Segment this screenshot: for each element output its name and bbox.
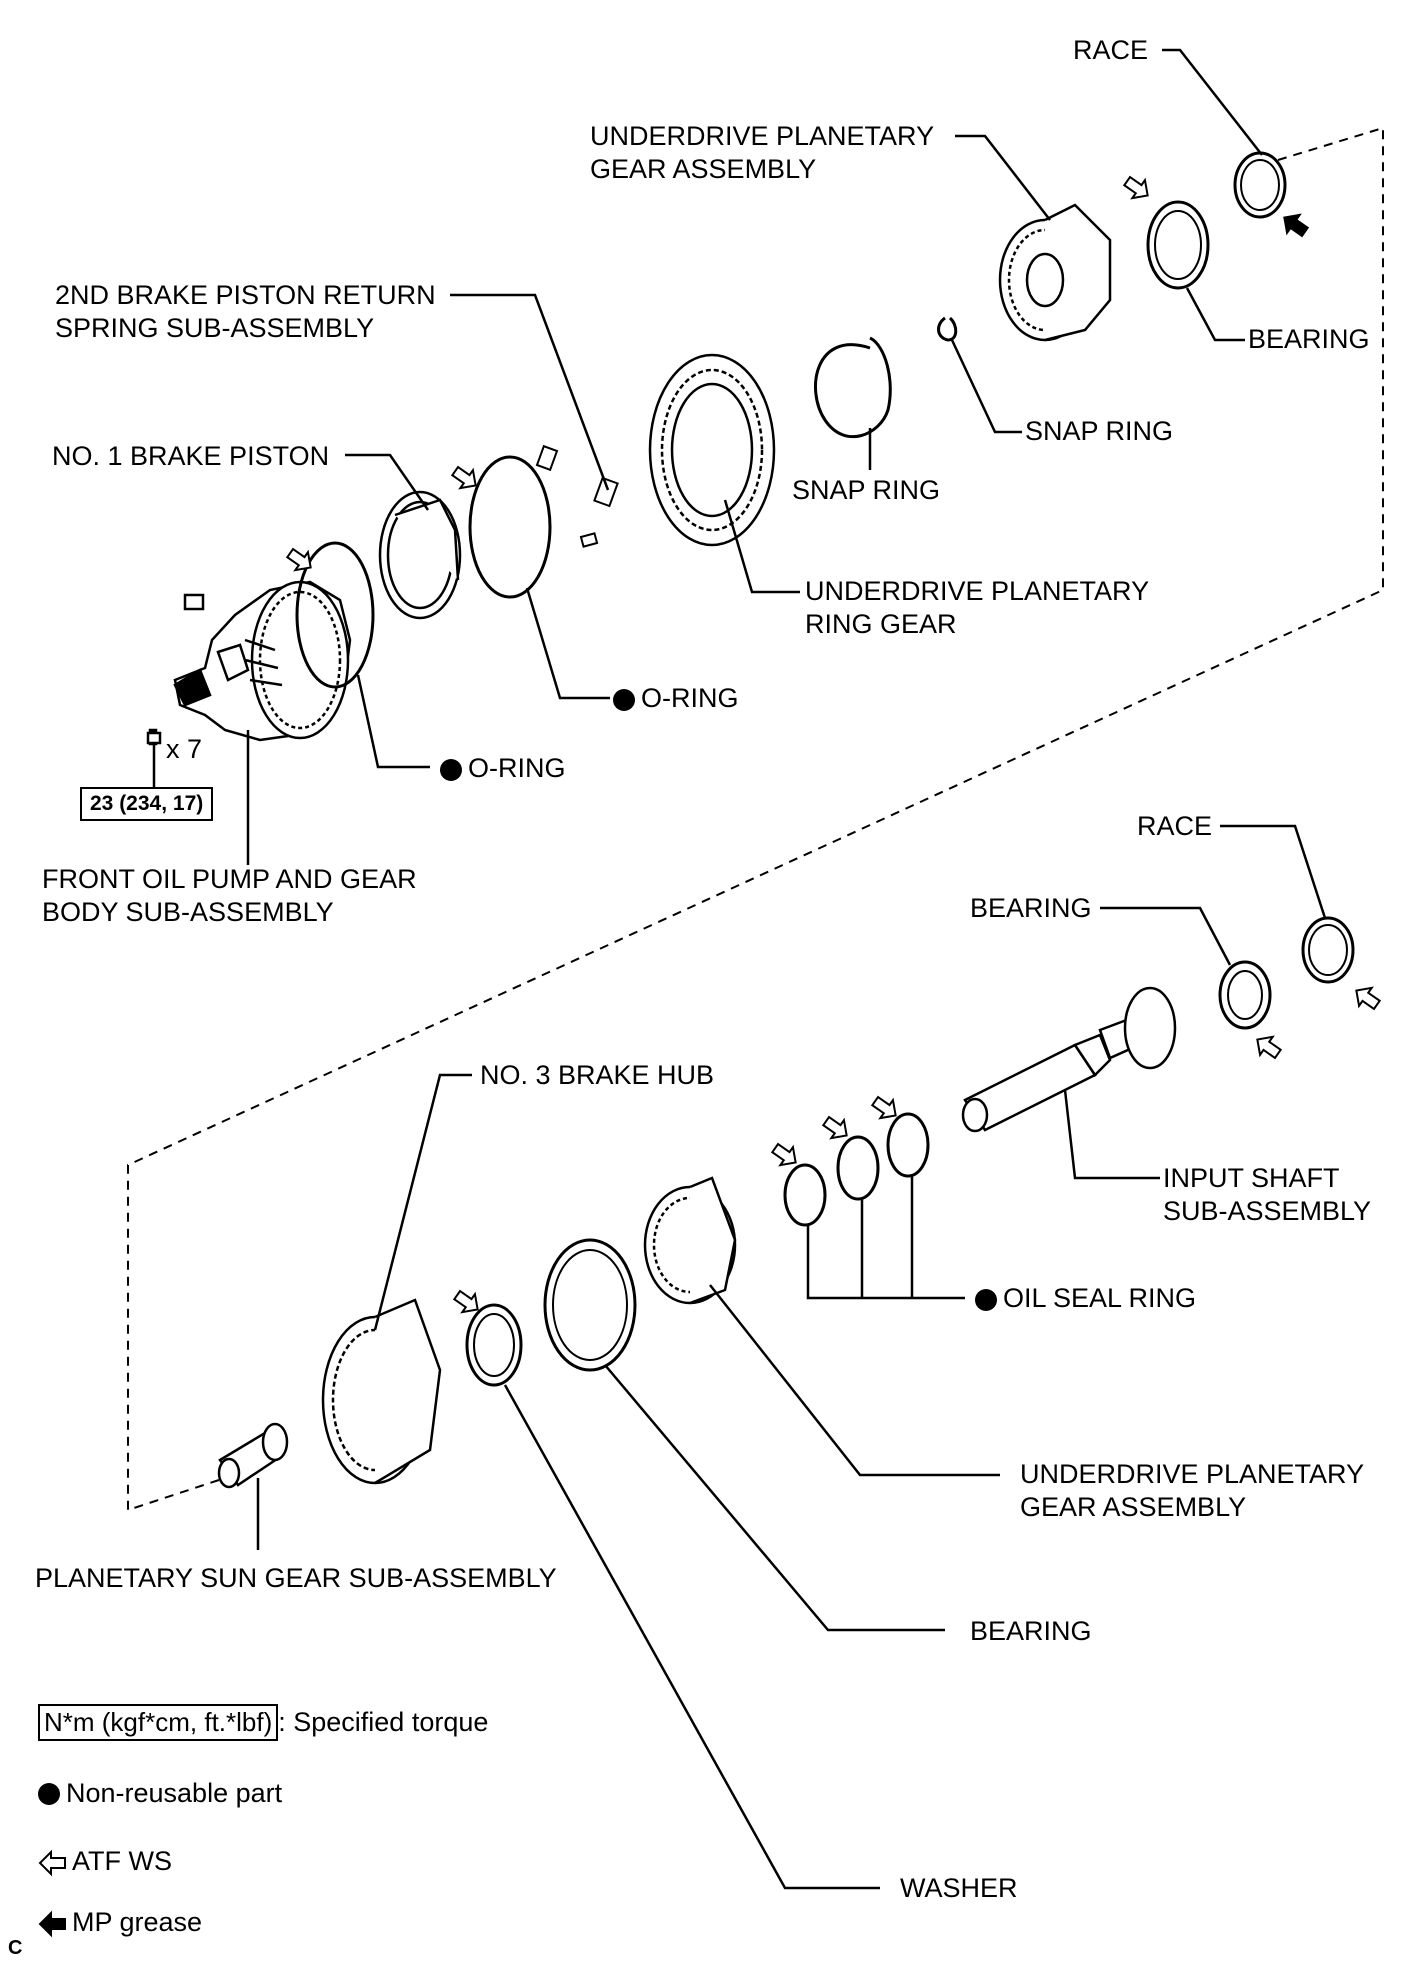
bearing-top-part — [1146, 200, 1210, 290]
grease-arrow-icon — [1283, 213, 1310, 238]
label-bolt-quantity: x 7 — [166, 734, 203, 764]
legend-atf: ATF WS — [72, 1846, 172, 1877]
label-line: UNDERDRIVE PLANETARY — [805, 576, 1150, 606]
label-race-bottom: RACE — [1137, 811, 1213, 841]
non-reusable-dot-icon — [613, 688, 635, 711]
bearing-bottom-part — [543, 1238, 637, 1372]
label-line: SUB-ASSEMBLY — [1163, 1196, 1372, 1226]
legend-torque-units: N*m (kgf*cm, ft.*lbf) — [38, 1704, 279, 1741]
planetary-gear-bottom-part — [643, 1176, 737, 1305]
grease-legend-arrow-icon — [38, 1910, 66, 1938]
legend-torque-desc: : Specified torque — [278, 1707, 489, 1737]
oil-seal-rings-part — [783, 1112, 930, 1227]
atf-arrow-icons — [285, 175, 1382, 1314]
legend-torque: N*m (kgf*cm, ft.*lbf) : Specified torque — [38, 1704, 488, 1741]
label-line: GEAR ASSEMBLY — [590, 154, 817, 184]
legend-non-reusable-text: Non-reusable part — [66, 1778, 283, 1808]
return-spring-part — [535, 444, 619, 548]
label-washer: WASHER — [900, 1873, 1018, 1903]
non-reusable-dot-icon — [975, 1288, 997, 1311]
non-reusable-dot-icon — [440, 758, 462, 781]
label-oil-seal-ring: OIL SEAL RING — [975, 1282, 1196, 1315]
planetary-gear-top-part — [998, 203, 1112, 342]
input-shaft-part — [961, 986, 1177, 1133]
snap-ring-small-part — [937, 316, 958, 342]
corner-mark: C — [8, 1937, 23, 1959]
label-front-oil-pump: FRONT OIL PUMP AND GEAR BODY SUB-ASSEMBL… — [42, 863, 417, 929]
o-ring-upper-part — [468, 455, 552, 599]
washer-part — [465, 1303, 523, 1387]
label-snap-ring-mid: SNAP RING — [792, 475, 941, 505]
snap-ring-mid-part — [813, 336, 892, 439]
front-oil-pump-part — [148, 580, 352, 746]
label-ring-gear: UNDERDRIVE PLANETARY RING GEAR — [805, 575, 1149, 641]
legend-non-reusable: Non-reusable part — [38, 1778, 282, 1809]
label-bearing-bottom: BEARING — [970, 1616, 1092, 1646]
label-line: SPRING SUB-ASSEMBLY — [55, 313, 375, 343]
label-snap-ring-right: SNAP RING — [1025, 416, 1174, 446]
bolt-icon — [146, 731, 162, 775]
ring-gear-part — [648, 353, 776, 547]
label-bearing-mid: BEARING — [970, 893, 1092, 923]
label-line: GEAR ASSEMBLY — [1020, 1492, 1247, 1522]
label-o-ring-lower: O-RING — [440, 752, 566, 785]
non-reusable-dot-icon — [38, 1782, 60, 1805]
label-input-shaft: INPUT SHAFT SUB-ASSEMBLY — [1163, 1162, 1371, 1228]
label-line: RING GEAR — [805, 609, 957, 639]
label-line: UNDERDRIVE PLANETARY — [590, 121, 935, 151]
label-race-top: RACE — [1073, 35, 1149, 65]
label-line: FRONT OIL PUMP AND GEAR — [42, 864, 417, 894]
label-underdrive-planetary-gear-top: UNDERDRIVE PLANETARY GEAR ASSEMBLY — [590, 120, 934, 186]
legend-atf-text: ATF WS — [72, 1846, 172, 1876]
label-planetary-sun-gear: PLANETARY SUN GEAR SUB-ASSEMBLY — [35, 1563, 557, 1593]
bearing-mid-part — [1218, 960, 1272, 1030]
legend-grease: MP grease — [72, 1907, 202, 1938]
sun-gear-part — [217, 1422, 289, 1489]
label-line: BODY SUB-ASSEMBLY — [42, 897, 334, 927]
label-no1-brake-piston: NO. 1 BRAKE PISTON — [52, 441, 330, 471]
race-top-part — [1233, 151, 1287, 219]
label-bearing-top: BEARING — [1248, 324, 1370, 354]
label-text: OIL SEAL RING — [1003, 1283, 1197, 1313]
brake-piston-part — [378, 490, 462, 620]
label-o-ring-upper: O-RING — [613, 682, 739, 715]
legend-grease-text: MP grease — [72, 1907, 203, 1937]
label-line: INPUT SHAFT — [1163, 1163, 1340, 1193]
label-line: UNDERDRIVE PLANETARY — [1020, 1459, 1365, 1489]
atf-legend-arrow-icon — [38, 1849, 66, 1877]
label-underdrive-planetary-gear-bottom: UNDERDRIVE PLANETARY GEAR ASSEMBLY — [1020, 1458, 1364, 1524]
torque-value-box: 23 (234, 17) — [80, 787, 214, 821]
brake-hub-part — [321, 1298, 442, 1485]
race-bottom-part — [1301, 916, 1355, 984]
label-text: O-RING — [468, 753, 566, 783]
label-return-spring: 2ND BRAKE PISTON RETURN SPRING SUB-ASSEM… — [55, 279, 436, 345]
label-no3-brake-hub: NO. 3 BRAKE HUB — [480, 1060, 715, 1090]
o-ring-lower-part — [295, 541, 375, 689]
label-text: O-RING — [641, 683, 739, 713]
label-line: 2ND BRAKE PISTON RETURN — [55, 280, 436, 310]
